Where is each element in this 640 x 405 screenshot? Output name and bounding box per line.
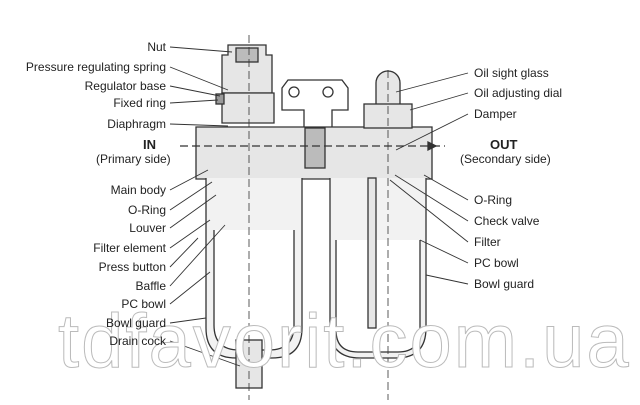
- fixed-ring: [215, 93, 225, 105]
- left-label: Baffle: [135, 279, 166, 293]
- right-label: Check valve: [474, 214, 540, 228]
- left-label: Nut: [147, 40, 166, 54]
- left-label: Pressure regulating spring: [25, 60, 166, 74]
- lubricator-bowl-inner: [335, 240, 421, 353]
- outlet-title: OUT: [490, 137, 518, 152]
- left-label: Press button: [98, 260, 166, 274]
- right-label: Oil sight glass: [474, 66, 549, 80]
- left-label: Louver: [129, 221, 166, 235]
- right-label: Bowl guard: [474, 277, 535, 291]
- left-label: Drain cock: [109, 334, 166, 348]
- right-label: PC bowl: [474, 256, 519, 270]
- left-label: O-Ring: [127, 203, 166, 217]
- outlet-subtitle: (Secondary side): [460, 152, 551, 166]
- siphon-tube: [367, 177, 377, 329]
- left-label: Diaphragm: [107, 117, 166, 131]
- right-label: Oil adjusting dial: [474, 86, 563, 100]
- left-label: Regulator base: [84, 79, 166, 93]
- spring-housing: [221, 92, 275, 124]
- right-label: O-Ring: [474, 193, 513, 207]
- left-label: PC bowl: [121, 297, 166, 311]
- right-label: Damper: [474, 107, 517, 121]
- inlet-title: IN: [143, 137, 156, 152]
- nut: [235, 47, 259, 63]
- left-label: Main body: [110, 183, 166, 197]
- inlet-subtitle: (Primary side): [96, 152, 171, 166]
- left-label: Bowl guard: [105, 316, 166, 330]
- watermark: tdfavorit.com.ua: [58, 299, 631, 385]
- left-label: Filter element: [93, 241, 166, 255]
- coupler: [304, 127, 326, 169]
- left-label: Fixed ring: [113, 96, 166, 110]
- right-label: Filter: [474, 235, 501, 249]
